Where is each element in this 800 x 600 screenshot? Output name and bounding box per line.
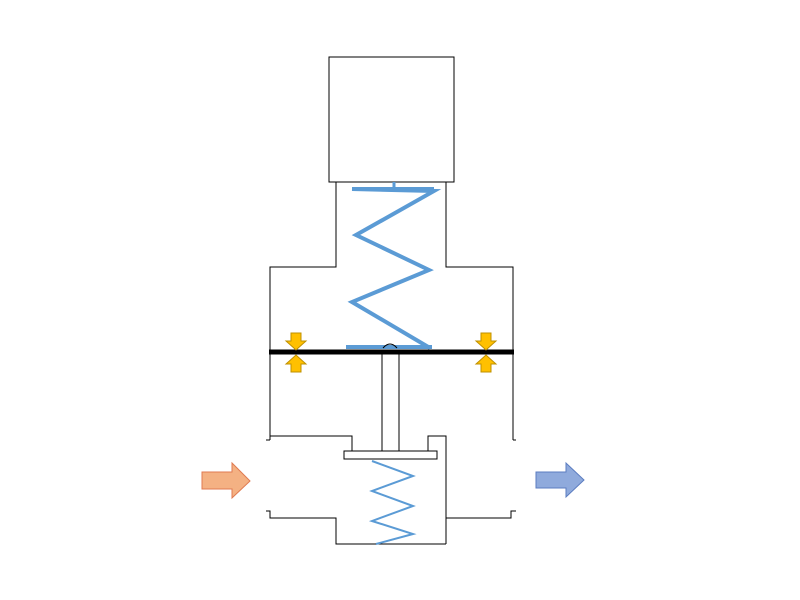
valve-body-lower-right: [446, 510, 516, 519]
outlet-arrow-icon: [535, 461, 585, 499]
spring-housing-wall-left: [269, 182, 337, 440]
adjustment-housing: [328, 56, 455, 183]
valve-disc: [343, 450, 438, 460]
main-spring: [346, 187, 442, 350]
valve-body-upper-left: [269, 433, 353, 451]
inlet-arrow-icon: [201, 461, 251, 500]
return-spring: [368, 460, 417, 545]
valve-body-upper-right: [427, 435, 447, 544]
valve-body-lower-left: [266, 510, 446, 545]
pressure-arrows-right-icon: [474, 332, 498, 373]
diaphragm-hub: [382, 343, 398, 349]
spring-housing-wall-right: [445, 182, 514, 440]
pressure-arrows-left-icon: [284, 332, 308, 373]
valve-stem: [381, 353, 400, 452]
